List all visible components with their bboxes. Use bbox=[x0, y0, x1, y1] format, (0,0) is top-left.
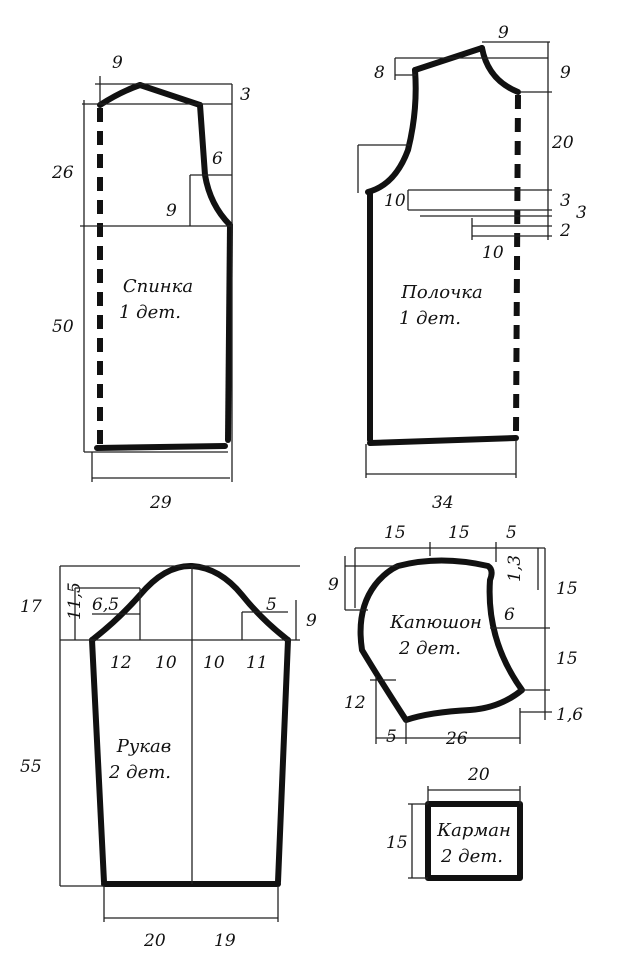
sleeve-left-seam bbox=[89, 637, 107, 885]
back-dim-neck: 9 bbox=[112, 53, 123, 73]
front-dim-width: 34 bbox=[432, 493, 454, 513]
front-dim-e: 10 bbox=[482, 243, 504, 263]
pocket-count: 2 дет. bbox=[440, 846, 503, 867]
front-dim-armhole-h: 20 bbox=[551, 133, 574, 153]
sleeve-dim-cap-l: 11,5 bbox=[65, 582, 85, 620]
pocket-outline bbox=[425, 801, 523, 881]
pocket-name: Карман bbox=[436, 820, 511, 841]
back-side-seam bbox=[225, 222, 233, 443]
front-dim-a: 10 bbox=[384, 191, 406, 211]
sleeve-dim-cap-h: 17 bbox=[20, 597, 42, 617]
back-dim-shoulder: 3 bbox=[240, 85, 251, 105]
front-dimension-lines bbox=[357, 41, 552, 478]
back-dim-width: 29 bbox=[149, 493, 172, 513]
sleeve-dim-side-r: 5 bbox=[266, 595, 277, 615]
back-hem bbox=[94, 443, 228, 451]
hood-dim-t1: 15 bbox=[384, 523, 406, 543]
back-piece: 9 3 26 6 9 50 29 Спинка 1 дет. bbox=[51, 53, 251, 513]
front-dim-c: 3 bbox=[576, 203, 587, 223]
sleeve-right-seam bbox=[275, 637, 291, 885]
sleeve-dim-w3: 10 bbox=[203, 653, 225, 673]
back-dim-height: 50 bbox=[52, 317, 74, 337]
pocket-dimension-lines bbox=[408, 786, 521, 879]
hood-dimension-lines bbox=[344, 542, 552, 744]
back-name: Спинка bbox=[123, 276, 193, 297]
front-piece: 9 8 9 20 10 3 3 2 10 34 Полочка 1 дет. bbox=[357, 23, 587, 513]
sleeve-dimension-lines bbox=[59, 565, 300, 922]
front-dim-neck-drop-l: 8 bbox=[374, 63, 385, 83]
front-armhole bbox=[365, 67, 419, 195]
front-dim-neck-drop-r: 9 bbox=[560, 63, 571, 83]
front-dim-d: 2 bbox=[559, 221, 571, 241]
hood-dim-t3: 5 bbox=[506, 523, 517, 543]
hood-dim-r1: 1,3 bbox=[505, 555, 525, 582]
hood-dim-b2: 26 bbox=[445, 729, 468, 749]
back-neckline bbox=[97, 82, 143, 108]
hood-dim-l1: 9 bbox=[328, 575, 339, 595]
sleeve-name: Рукав bbox=[116, 736, 172, 757]
back-shoulder bbox=[137, 82, 203, 108]
front-neckline bbox=[479, 45, 521, 95]
hood-dim-inner: 6 bbox=[504, 605, 515, 625]
sleeve-dim-w1: 12 bbox=[110, 653, 132, 673]
hood-dim-r3: 15 bbox=[556, 649, 578, 669]
hood-dim-b1: 5 bbox=[386, 727, 397, 747]
sleeve-dim-bottom-l: 20 bbox=[143, 931, 166, 951]
hood-dim-t2: 15 bbox=[448, 523, 470, 543]
front-dim-neck: 9 bbox=[498, 23, 509, 43]
sleeve-dim-height: 55 bbox=[20, 757, 42, 777]
pocket-dim-width: 20 bbox=[467, 765, 490, 785]
back-dim-armhole-d: 6 bbox=[212, 149, 223, 169]
sleeve-dim-side-l: 6,5 bbox=[92, 595, 119, 615]
front-hem bbox=[367, 435, 519, 446]
back-dim-armhole-w: 9 bbox=[166, 201, 177, 221]
sleeve-cap bbox=[89, 562, 291, 643]
hood-count: 2 дет. bbox=[398, 638, 461, 659]
hood-dim-l2: 12 bbox=[344, 693, 366, 713]
hood-dim-r2: 15 bbox=[556, 579, 578, 599]
hood-outline bbox=[357, 557, 525, 723]
back-count: 1 дет. bbox=[119, 302, 181, 323]
front-name: Полочка bbox=[400, 282, 483, 303]
back-dimension-lines bbox=[80, 76, 233, 482]
hood-name: Капюшон bbox=[389, 612, 482, 633]
hood-piece: 15 15 5 9 1,3 15 6 15 12 5 26 1,6 Капюшо… bbox=[328, 523, 583, 749]
front-count: 1 дет. bbox=[399, 308, 461, 329]
pocket-piece: 20 15 Карман 2 дет. bbox=[386, 765, 523, 881]
pocket-dim-height: 15 bbox=[386, 833, 408, 853]
sleeve-count: 2 дет. bbox=[108, 762, 171, 783]
front-fold-line bbox=[513, 94, 521, 433]
sleeve-dim-bottom-r: 19 bbox=[214, 931, 236, 951]
front-shoulder bbox=[412, 45, 485, 73]
back-dim-armhole-h: 26 bbox=[51, 163, 74, 183]
sleeve-dim-right-h: 9 bbox=[306, 611, 317, 631]
hood-dim-r4: 1,6 bbox=[556, 705, 583, 725]
sleeve-dim-w4: 11 bbox=[246, 653, 268, 673]
sleeve-dim-w2: 10 bbox=[155, 653, 177, 673]
front-dim-b: 3 bbox=[560, 191, 571, 211]
sleeve-piece: 17 11,5 6,5 5 9 12 10 10 11 55 20 19 Рук… bbox=[20, 562, 317, 951]
